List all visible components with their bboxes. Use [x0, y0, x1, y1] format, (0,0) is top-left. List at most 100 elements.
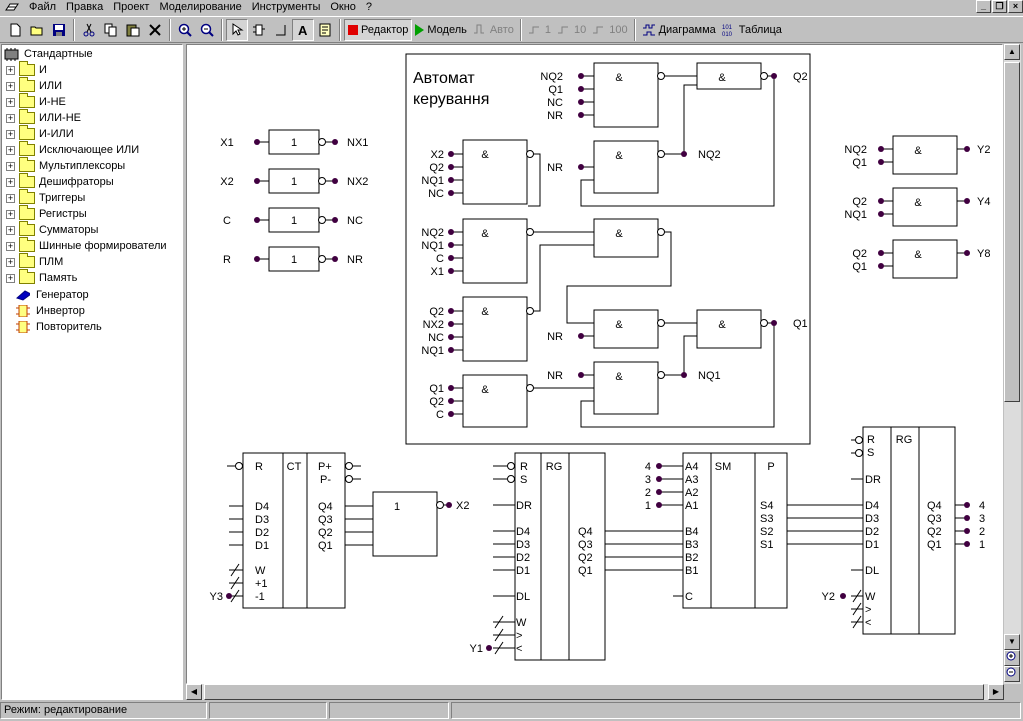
step-100-button[interactable]: 100 — [589, 19, 630, 41]
wire[interactable] — [683, 335, 697, 375]
wire[interactable] — [580, 323, 775, 428]
wire-tool-button[interactable] — [270, 19, 292, 41]
pin-dot[interactable] — [332, 139, 338, 145]
or-gate-counter[interactable] — [372, 491, 438, 557]
counter-ct-right[interactable] — [306, 452, 346, 609]
tree-folder-4[interactable]: +ИЛИ-НЕ — [2, 109, 81, 126]
pin-dot[interactable] — [964, 502, 970, 508]
pin-dot[interactable] — [448, 385, 454, 391]
pin-dot[interactable] — [578, 86, 584, 92]
and-gate-nq2[interactable] — [593, 140, 659, 194]
pin-dot[interactable] — [681, 151, 687, 157]
pin-dot[interactable] — [448, 242, 454, 248]
pin-dot[interactable] — [486, 645, 492, 651]
expand-plus-icon[interactable]: + — [6, 112, 15, 123]
expand-plus-icon[interactable]: + — [6, 80, 15, 91]
tree-folder-7[interactable]: +Мультиплексоры — [2, 157, 125, 174]
pin-dot[interactable] — [878, 211, 884, 217]
pin-dot[interactable] — [840, 593, 846, 599]
scroll-left-button[interactable]: ◀ — [186, 684, 202, 700]
tree-folder-9[interactable]: +Триггеры — [2, 189, 85, 206]
pin-dot[interactable] — [964, 198, 970, 204]
horizontal-scrollbar[interactable]: ◀ ▶ — [186, 684, 1004, 700]
cut-button[interactable] — [78, 19, 100, 41]
tree-folder-6[interactable]: +Исключающее ИЛИ — [2, 141, 139, 158]
inverter-element[interactable] — [268, 129, 320, 155]
pin-dot[interactable] — [578, 333, 584, 339]
model-mode-button[interactable]: Модель — [412, 19, 469, 41]
pin-dot[interactable] — [332, 178, 338, 184]
scroll-down-button[interactable]: ▼ — [1004, 634, 1020, 650]
pin-dot[interactable] — [878, 250, 884, 256]
or-gate-q1[interactable] — [696, 309, 762, 349]
step-10-button[interactable]: 10 — [554, 19, 589, 41]
tree-leaf-generator[interactable]: Генератор — [16, 287, 89, 303]
tree-folder-5[interactable]: +И-ИЛИ — [2, 125, 74, 142]
tree-leaf-inverter[interactable]: Инвертор — [16, 303, 85, 319]
wire[interactable] — [528, 153, 541, 207]
register-rg1-right[interactable] — [568, 452, 606, 661]
wire[interactable] — [683, 84, 697, 154]
pin-dot[interactable] — [964, 146, 970, 152]
pin-dot[interactable] — [878, 159, 884, 165]
save-button[interactable] — [48, 19, 70, 41]
restore-button[interactable]: ❐ — [992, 0, 1007, 13]
editor-mode-button[interactable]: Редактор — [344, 18, 413, 41]
register-rg2-right[interactable] — [918, 426, 956, 635]
tree-folder-14[interactable]: +Память — [2, 269, 77, 286]
pin-dot[interactable] — [878, 263, 884, 269]
expand-plus-icon[interactable]: + — [6, 176, 15, 187]
pin-dot[interactable] — [578, 164, 584, 170]
horizontal-scroll-thumb[interactable] — [204, 684, 984, 700]
pin-dot[interactable] — [964, 541, 970, 547]
zoom-out-small-button[interactable] — [1004, 666, 1020, 682]
properties-button[interactable] — [314, 19, 336, 41]
pin-dot[interactable] — [448, 151, 454, 157]
tree-leaf-repeater[interactable]: Повторитель — [16, 319, 102, 335]
and-gate-a4[interactable] — [462, 296, 528, 362]
tree-folder-2[interactable]: +ИЛИ — [2, 77, 62, 94]
and-gate-nq1[interactable] — [593, 361, 659, 415]
pin-dot[interactable] — [578, 372, 584, 378]
pin-dot[interactable] — [964, 250, 970, 256]
decoder-and-gate[interactable] — [892, 187, 958, 227]
wire[interactable] — [530, 244, 594, 312]
decoder-and-gate[interactable] — [892, 135, 958, 175]
pin-dot[interactable] — [254, 256, 260, 262]
expand-plus-icon[interactable]: + — [6, 224, 15, 235]
inverter-element[interactable] — [268, 207, 320, 233]
wire[interactable] — [566, 231, 672, 324]
copy-button[interactable] — [100, 19, 122, 41]
inverter-element[interactable] — [268, 246, 320, 272]
pin-dot[interactable] — [656, 463, 662, 469]
tree-folder-8[interactable]: +Дешифраторы — [2, 173, 114, 190]
pin-dot[interactable] — [446, 502, 452, 508]
menu-help[interactable]: ? — [365, 1, 373, 13]
pin-dot[interactable] — [448, 334, 454, 340]
and-gate-a3[interactable] — [462, 218, 528, 284]
menu-simulation[interactable]: Моделирование — [159, 1, 242, 13]
or-gate-q2[interactable] — [696, 62, 762, 90]
pin-dot[interactable] — [254, 217, 260, 223]
element-tool-button[interactable] — [248, 19, 270, 41]
new-button[interactable] — [4, 19, 26, 41]
close-button[interactable]: × — [1008, 0, 1023, 13]
pin-dot[interactable] — [448, 308, 454, 314]
diagram-button[interactable]: Диаграмма — [639, 19, 719, 41]
expand-plus-icon[interactable]: + — [6, 160, 15, 171]
pin-dot[interactable] — [681, 372, 687, 378]
pin-dot[interactable] — [771, 73, 777, 79]
tree-folder-13[interactable]: +ПЛМ — [2, 253, 63, 270]
tree-folder-3[interactable]: +И-НЕ — [2, 93, 66, 110]
pin-dot[interactable] — [448, 411, 454, 417]
paste-button[interactable] — [122, 19, 144, 41]
pin-dot[interactable] — [448, 229, 454, 235]
pin-dot[interactable] — [332, 256, 338, 262]
pin-dot[interactable] — [254, 178, 260, 184]
wire[interactable] — [852, 602, 862, 616]
and-gate-q1a[interactable] — [593, 309, 659, 349]
expand-plus-icon[interactable]: + — [6, 256, 15, 267]
tree-folder-1[interactable]: +И — [2, 61, 47, 78]
